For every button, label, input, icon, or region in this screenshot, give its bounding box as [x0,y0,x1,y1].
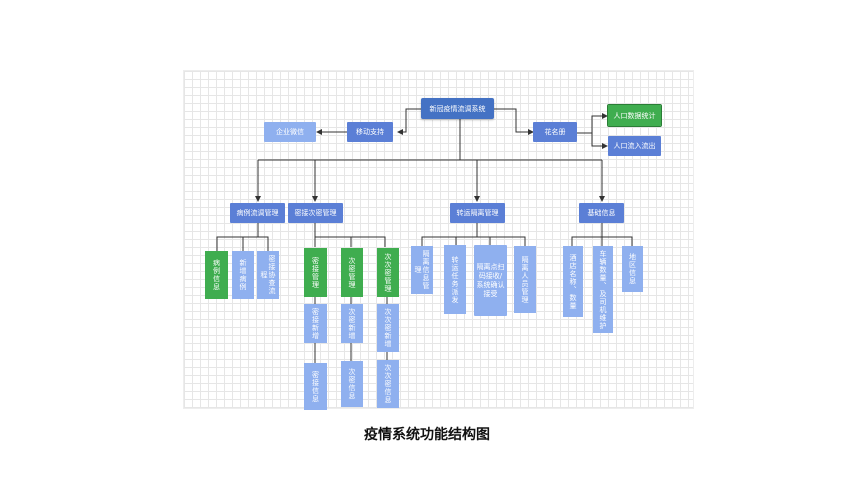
wechat-node: 企业微信 [264,122,316,142]
roster-node: 花名册 [533,122,577,142]
mobile-support-node: 移动支持 [347,122,393,142]
population-stats-node: 人口数据统计 [607,104,662,127]
secondary-contact-new-node: 次密新增 [341,304,363,343]
secondary-contact-info-node: 次密信息 [341,361,363,407]
diagram-canvas: 新冠疫情流调系统 移动支持 企业微信 花名册 人口数据统计 人口流入流出 病例流… [183,70,694,410]
isolation-info-node: 隔离信息管理 [411,246,433,294]
tertiary-contact-new-node: 次次密新增 [377,304,399,352]
transfer-isolation-node: 转运隔离管理 [450,203,505,223]
basic-info-node: 基础信息 [579,203,624,223]
isolation-staff-node: 隔离人员管理 [514,246,536,313]
new-case-node: 新增病例 [232,251,254,299]
vehicle-driver-node: 车辆数量、及司机维护 [593,246,613,333]
diagram-caption: 疫情系统功能结构图 [364,427,490,443]
tertiary-contact-mgmt-node: 次次密管理 [377,248,399,297]
hotel-info-node: 酒店名称、数量 [563,246,583,317]
tertiary-contact-info-node: 次次密信息 [377,360,399,408]
root-node: 新冠疫情流调系统 [421,98,494,119]
isolation-point-node: 隔离点扫码接收/系统确认接受 [474,245,507,316]
population-flow-node: 人口流入流出 [608,136,661,156]
secondary-contact-mgmt-node: 次密管理 [341,248,363,297]
connector-lines [216,108,633,363]
region-info-node: 地区信息 [622,246,643,292]
contact-management-node: 密接次密管理 [288,203,343,223]
close-contact-flow-node: 密接协查流程 [257,251,279,299]
close-contact-info-node: 密接信息 [304,363,327,410]
case-tracing-node: 病例流调管理 [230,203,285,223]
close-contact-new-node: 密接新增 [304,304,327,343]
case-info-node: 病例信息 [205,251,228,299]
close-contact-mgmt-node: 密接管理 [304,248,327,297]
transfer-task-node: 转运任务派发 [444,245,466,314]
